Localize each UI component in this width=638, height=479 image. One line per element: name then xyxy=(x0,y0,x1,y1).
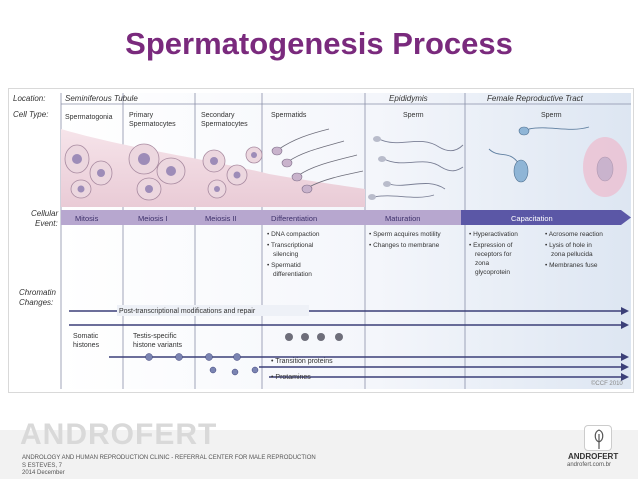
diff-note-2: silencing xyxy=(273,251,299,258)
event-meiosis-1: Meiosis I xyxy=(138,214,168,223)
cell-type-labels: Spermatogonia Primary Spermatocytes Seco… xyxy=(65,112,562,128)
cap-a-note-4: glycoprotein xyxy=(475,269,510,276)
cap-b-note-3: • Membranes fuse xyxy=(545,262,598,269)
cell-sperm-1: Sperm xyxy=(403,112,424,119)
row-label-event: Event: xyxy=(35,219,58,228)
nucleosome-beads xyxy=(145,353,259,376)
cap-b-note-2: zona pellucida xyxy=(551,251,593,258)
event-maturation: Maturation xyxy=(385,214,420,223)
diff-note-1: • Transcriptional xyxy=(267,242,314,249)
location-epididymis: Epididymis xyxy=(389,94,428,103)
cap-a-note-3: zona xyxy=(475,260,489,267)
row-labels: Location: Cell Type: Cellular Event: Chr… xyxy=(13,94,58,307)
spermatid-heads xyxy=(271,146,313,194)
footer-line-2: S ESTEVES, 7 xyxy=(22,463,63,469)
footer-brand-wordmark: ANDROFERT xyxy=(20,418,218,451)
nuclei xyxy=(72,152,257,193)
cap-a-note-0: • Hyperactivation xyxy=(469,231,518,238)
location-seminiferous: Seminiferous Tubule xyxy=(65,94,138,103)
chromatin-post-transcriptional: Post-transcriptional modifications and r… xyxy=(119,308,256,315)
diff-note-0: • DNA compaction xyxy=(267,231,320,238)
event-capacitation: Capacitation xyxy=(511,214,553,223)
cap-a-note-1: • Expression of xyxy=(469,242,513,249)
row-label-chromatin: Chromatin xyxy=(19,288,56,297)
cap-b-note-1: • Lysis of hole in xyxy=(545,242,592,249)
cell-primary-1: Primary xyxy=(129,112,154,119)
chromatin-transition: • Transition proteins xyxy=(271,358,333,365)
cell-secondary-1: Secondary xyxy=(201,112,235,119)
event-meiosis-2: Meiosis II xyxy=(205,214,237,223)
cell-spermatids: Spermatids xyxy=(271,112,307,119)
chromatin-clusters xyxy=(285,333,343,341)
footer-line-1: ANDROLOGY AND HUMAN REPRODUCTION CLINIC … xyxy=(22,455,316,461)
cell-sperm-2: Sperm xyxy=(541,112,562,119)
row-label-changes: Changes: xyxy=(19,298,53,307)
chromatin-somatic-1: Somatic xyxy=(73,333,99,340)
event-mitosis: Mitosis xyxy=(75,214,99,223)
chromatin-arrowheads xyxy=(621,307,629,381)
female-sperm-tails xyxy=(488,126,590,165)
footer-band xyxy=(0,430,638,479)
cellular-event-bar xyxy=(61,210,631,225)
spermatid-tails xyxy=(278,128,364,188)
spermatogenesis-diagram: Location: Cell Type: Cellular Event: Chr… xyxy=(8,88,634,393)
cap-b-note-0: • Acrosome reaction xyxy=(545,231,603,238)
tissue-illustration xyxy=(61,126,627,207)
footer-logo-url: androfert.com.br xyxy=(567,462,612,468)
page-title: Spermatogenesis Process xyxy=(125,26,513,61)
chromatin-testis-1: Testis-specific xyxy=(133,333,177,340)
maturation-notes: • Sperm acquires motility • Changes to m… xyxy=(369,231,441,249)
location-labels: Seminiferous Tubule Epididymis Female Re… xyxy=(65,94,584,103)
epididymis-sperm-heads xyxy=(368,136,391,200)
location-female: Female Reproductive Tract xyxy=(487,94,584,103)
mat-note-0: • Sperm acquires motility xyxy=(369,231,441,238)
footer-line-3: 2014 December xyxy=(22,470,65,476)
chromatin-somatic-2: histones xyxy=(73,342,100,349)
footer-logo-name: ANDROFERT xyxy=(568,452,619,461)
cell-secondary-2: Spermatocytes xyxy=(201,121,248,128)
androfert-logo-icon xyxy=(584,425,612,451)
epididymis-sperm xyxy=(373,138,464,198)
diff-note-4: differentiation xyxy=(273,271,312,278)
cell-spermatogonia: Spermatogonia xyxy=(65,114,113,121)
capacitation-notes-a: • Hyperactivation • Expression of recept… xyxy=(469,231,518,276)
row-label-cellular: Cellular xyxy=(31,209,58,218)
diff-note-3: • Spermatid xyxy=(267,262,301,269)
post-transcriptional-label-bg xyxy=(117,305,309,316)
diagram-background xyxy=(61,93,631,389)
cap-a-note-2: receptors for xyxy=(475,251,512,258)
chromatin-arrows xyxy=(69,310,621,378)
zona-pellucida xyxy=(583,137,627,197)
diagram-canvas: Location: Cell Type: Cellular Event: Chr… xyxy=(13,93,631,389)
row-label-cell-type: Cell Type: xyxy=(13,110,48,119)
event-differentiation: Differentiation xyxy=(271,214,317,223)
chromatin-labels: Somatic histones Testis-specific histone… xyxy=(73,333,333,381)
mat-note-1: • Changes to membrane xyxy=(369,242,440,249)
differentiation-notes: • DNA compaction • Transcriptional silen… xyxy=(267,231,320,278)
cell-primary-2: Spermatocytes xyxy=(129,121,176,128)
capacitation-notes-b: • Acrosome reaction • Lysis of hole in z… xyxy=(545,231,603,269)
copyright-label: ©CCF 2010 xyxy=(591,380,623,387)
chromatin-testis-2: histone variants xyxy=(133,342,183,349)
row-label-location: Location: xyxy=(13,94,45,103)
chromatin-protamines: • Protamines xyxy=(271,374,311,381)
cellular-event-labels: Mitosis Meiosis I Meiosis II Differentia… xyxy=(75,214,420,223)
